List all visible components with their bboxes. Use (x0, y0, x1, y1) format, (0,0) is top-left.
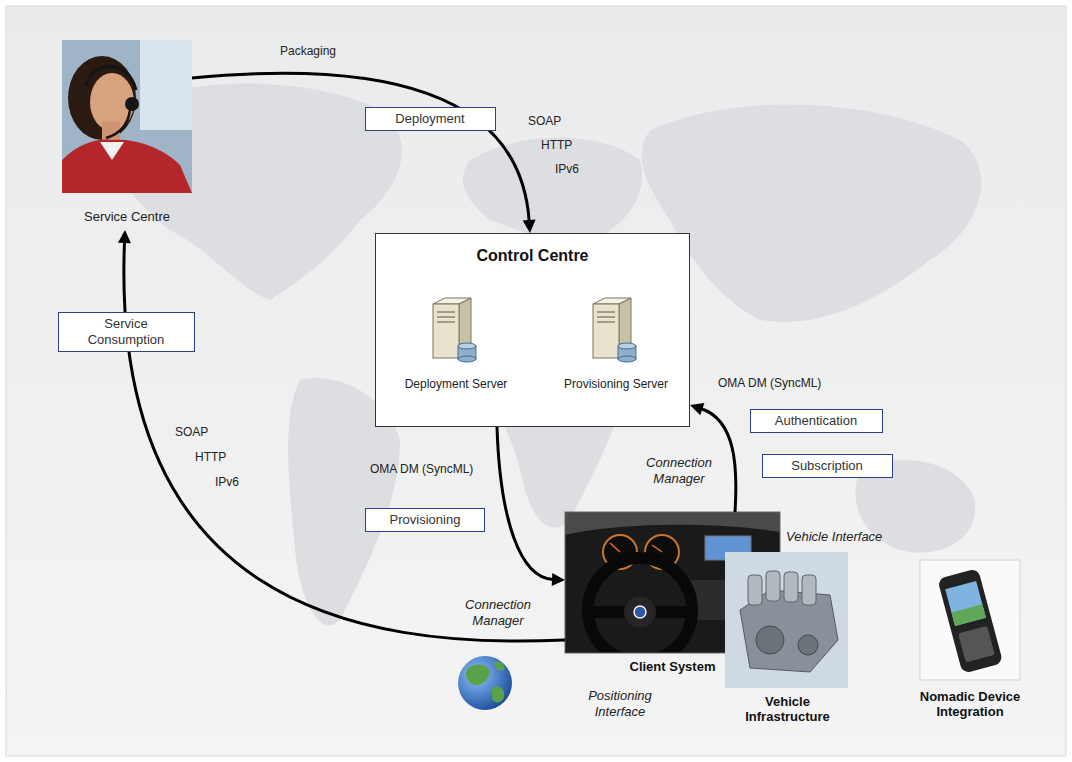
phone-screen (945, 581, 986, 626)
arrow-head (552, 573, 565, 586)
step-box: Service Consumption (58, 312, 195, 352)
control-centre-fill (375, 233, 690, 427)
step-box: Authentication (750, 409, 883, 433)
deployment-server-icon (433, 298, 476, 362)
protocol-label: HTTP (541, 138, 572, 152)
globe-land (466, 665, 490, 686)
box-text: Provisioning (390, 512, 461, 528)
box-text: Service Consumption (76, 316, 176, 347)
phone-photo (920, 560, 1020, 680)
steering-spoke (592, 606, 688, 618)
step-box: Subscription (762, 454, 893, 478)
engine-pulley (798, 635, 818, 655)
arrow-line (497, 427, 553, 579)
service-centre-photo (62, 40, 192, 193)
photo-collar (100, 142, 124, 160)
protocol-label: OMA DM (SyncML) (718, 376, 821, 390)
provisioning-server-icon (593, 298, 636, 362)
protocol-label: Positioning Interface (572, 688, 668, 719)
protocol-label: SOAP (175, 425, 208, 439)
steering-wheel (588, 558, 692, 653)
engine-photo (725, 552, 848, 688)
protocol-label: Packaging (280, 44, 336, 58)
step-box: Provisioning (365, 508, 485, 532)
control-centre-box: Control CentreDeployment Server Provision… (375, 233, 690, 427)
node-caption: Deployment Server (397, 377, 515, 391)
server-node: Deployment Server (396, 286, 516, 396)
photo-microphone (106, 110, 130, 138)
protocol-label: OMA DM (SyncML) (370, 462, 473, 476)
node-caption: Client System (573, 659, 773, 675)
node-caption: Nomadic Device Integration (914, 689, 1026, 720)
box-title: Control Centre (376, 246, 689, 265)
node-caption: Vehicle Infrastructure (733, 694, 843, 725)
map-continent (463, 138, 642, 243)
phone-ground (920, 560, 1020, 680)
arrow-head (690, 403, 704, 415)
protocol-label: HTTP (195, 450, 226, 464)
steering-badge (634, 606, 646, 618)
curved-arrow (497, 427, 565, 586)
curved-arrow (192, 73, 536, 233)
server-node: Provisioning Server (556, 286, 676, 396)
background-panel (6, 6, 1066, 756)
steering-hub (624, 596, 656, 628)
dash-needle (610, 543, 620, 552)
protocol-label: Connection Manager (455, 597, 541, 628)
photo-jacket (62, 140, 192, 193)
vehicle-node: Vehicle Infrastructure (725, 552, 850, 730)
protocol-label: Vehicle Interface (786, 529, 882, 545)
node-caption: Provisioning Server (557, 377, 675, 391)
photo-window (140, 40, 192, 130)
photo-ground (62, 40, 192, 193)
globe-sphere (458, 656, 512, 710)
step-box: Deployment (365, 107, 496, 131)
engine-pulley (756, 626, 784, 654)
arrow-line (192, 73, 529, 221)
dash-top (565, 512, 780, 535)
phone-body (937, 568, 1003, 674)
engine-cylinder (748, 575, 762, 605)
engine-cylinder (766, 571, 780, 601)
node-caption: Service Centre (64, 209, 190, 225)
engine-cylinder (784, 572, 798, 602)
box-text: Authentication (775, 413, 857, 429)
protocol-label: Connection Manager (638, 455, 720, 486)
world-map (105, 84, 982, 626)
phone-screen-image (951, 604, 986, 626)
globe-icon (458, 656, 512, 710)
curved-arrow (118, 230, 565, 641)
nomadic-device-node: Nomadic Device Integration (913, 560, 1027, 725)
arrow-line (124, 242, 565, 641)
client-system-node: Client System (565, 512, 780, 680)
engine-cylinder (802, 575, 816, 605)
dash-needle (652, 545, 662, 552)
protocol-label: SOAP (528, 114, 561, 128)
globe-land (494, 661, 504, 670)
photo-earpiece (125, 97, 139, 111)
arrow-head (118, 230, 131, 243)
engine-ground (725, 552, 848, 688)
photo-headset-band (86, 66, 136, 90)
phone-keypad (958, 626, 995, 663)
service-centre-node: Service Centre (62, 40, 192, 230)
box-text: Deployment (395, 111, 464, 127)
arrow-head (523, 220, 536, 233)
globe-land (492, 686, 504, 702)
map-continent (642, 105, 982, 322)
protocol-label: IPv6 (555, 162, 579, 176)
protocol-label: IPv6 (215, 475, 239, 489)
box-text: Subscription (791, 458, 863, 474)
